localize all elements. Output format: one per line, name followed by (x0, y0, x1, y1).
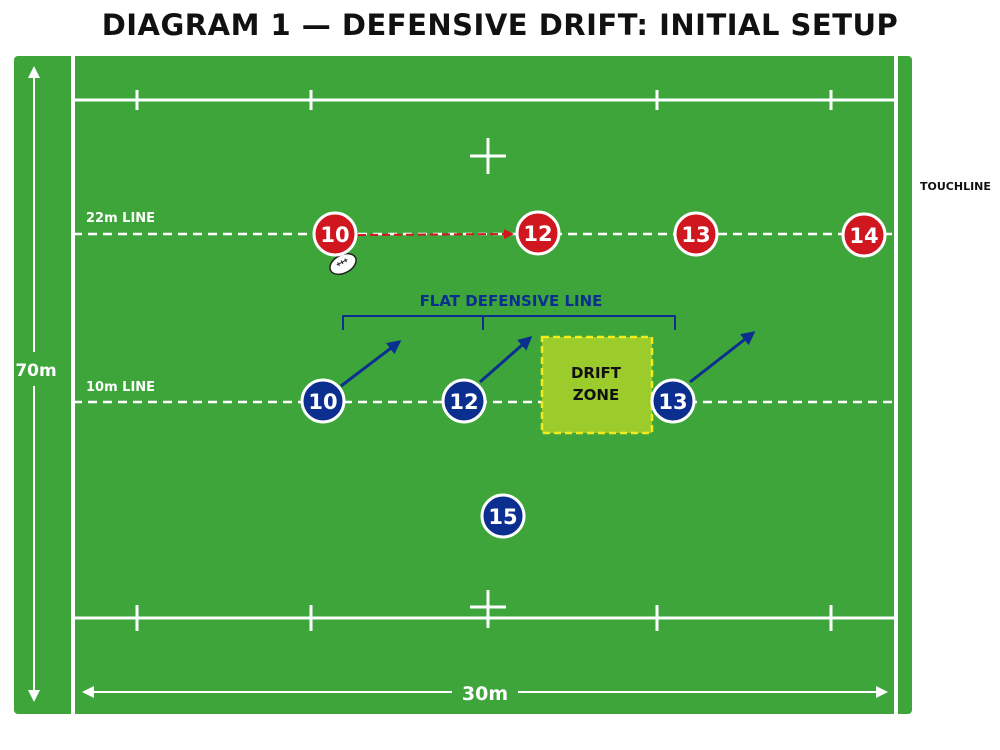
line-10m-label: 10m LINE (86, 380, 155, 395)
defender-15-number: 15 (488, 505, 517, 529)
flat-line-bracket (342, 315, 676, 330)
upper-cross-mark (470, 138, 506, 174)
width-dimension-label: 30m (462, 683, 508, 705)
defender-13-number: 13 (658, 390, 687, 414)
top-ticks (135, 90, 833, 110)
height-dimension-label: 70m (15, 361, 56, 381)
defender-12: 12 (441, 378, 487, 424)
drift-arrow-12 (479, 336, 533, 384)
drift-zone (540, 335, 654, 435)
lower-cross-mark (470, 590, 506, 628)
bottom-ticks (135, 605, 833, 631)
attacker-13: 13 (673, 211, 719, 257)
defender-13: 13 (650, 378, 696, 424)
drift-arrow-10 (340, 340, 402, 388)
line-22m-label: 22m LINE (86, 211, 155, 226)
defender-10: 10 (300, 378, 346, 424)
defender-10-number: 10 (308, 390, 337, 414)
attacker-13-number: 13 (681, 223, 710, 247)
attacker-14-number: 14 (849, 224, 878, 248)
attacker-10: 10 (312, 211, 358, 257)
drift-arrow-13 (689, 331, 756, 384)
defender-12-number: 12 (449, 390, 478, 414)
attacker-12: 12 (515, 210, 561, 256)
pass-arrow (357, 229, 514, 240)
touchline-label: TOUCHLINE (920, 180, 991, 193)
attacker-12-number: 12 (523, 222, 552, 246)
drift-zone-label-line2: ZONE (573, 386, 619, 404)
drift-zone-label-line1: DRIFT (571, 364, 622, 382)
attacker-10-number: 10 (320, 223, 349, 247)
rugby-ball-icon (329, 252, 357, 276)
attacker-14: 14 (841, 212, 887, 258)
defender-15: 15 (480, 493, 526, 539)
diagram-title: DIAGRAM 1 — DEFENSIVE DRIFT: INITIAL SET… (101, 8, 899, 42)
flat-line-label: FLAT DEFENSIVE LINE (420, 292, 603, 310)
